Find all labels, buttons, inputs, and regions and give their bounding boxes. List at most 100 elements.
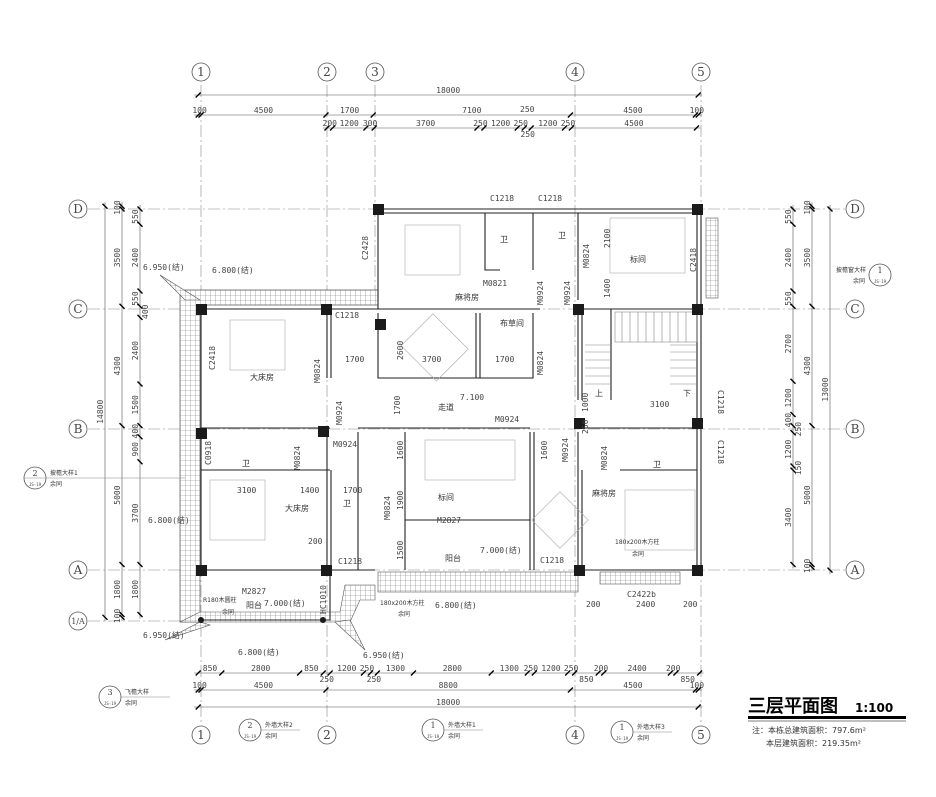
door-label: M0824	[536, 351, 545, 375]
svg-text:B: B	[851, 422, 860, 436]
door-label: M2827	[242, 587, 266, 596]
axis-bubble-5-bottom: 5	[691, 725, 711, 745]
dimension-tick	[360, 670, 367, 676]
dimension-tick	[809, 422, 815, 429]
dimension-value: 250	[360, 664, 375, 673]
door-label: M0824	[313, 359, 322, 383]
elevation-label: 6.800(结)	[435, 600, 477, 610]
dimension-value: 850	[304, 664, 319, 673]
dimension-value: 100	[690, 106, 705, 115]
annotation: 180x200木方柱	[615, 538, 659, 546]
dimension-tick	[119, 614, 125, 621]
mahjong-table	[531, 491, 589, 549]
svg-text:D: D	[850, 202, 860, 216]
axis-bubble-D-left: D	[68, 199, 88, 219]
note-total-area: 注：本栋总建筑面积：797.6m²	[752, 725, 866, 735]
dimension-tick	[137, 611, 143, 618]
dimension-value: 550	[131, 209, 140, 224]
dimension-tick	[809, 303, 815, 310]
furniture	[209, 217, 696, 551]
svg-text:4: 4	[571, 728, 579, 742]
dimension-tick	[119, 203, 125, 210]
dimension-tick	[809, 561, 815, 568]
dimension-tick	[567, 112, 574, 118]
dimension-value: 400	[141, 304, 150, 319]
dimension-value: 250	[564, 664, 579, 673]
dimension-value: 100	[113, 200, 122, 215]
door-label: M0924	[495, 415, 519, 424]
dim-label: 2100	[603, 229, 612, 248]
dimension-value: 550	[784, 291, 793, 306]
svg-text:2: 2	[323, 65, 331, 79]
svg-text:余同: 余同	[853, 277, 865, 285]
dimension-value: 1200	[538, 119, 557, 128]
axis-bubble-1-top: 1	[191, 62, 211, 82]
door-label: M0924	[333, 440, 357, 449]
dimension-value: 1200	[784, 439, 793, 458]
dimension-tick	[137, 303, 143, 310]
svg-text:1: 1	[430, 721, 435, 730]
annotation: 余同	[222, 608, 234, 616]
dimension-tick	[672, 670, 679, 676]
dimension-value: 1300	[500, 664, 519, 673]
door-label: M0924	[561, 438, 570, 462]
svg-text:A: A	[73, 563, 83, 577]
dimension-value: 4500	[254, 106, 273, 115]
dimension-tick	[329, 125, 336, 131]
dimension-value: 1200	[784, 388, 793, 407]
bed	[404, 224, 461, 276]
dimension-tick	[595, 670, 602, 676]
svg-text:1: 1	[197, 728, 205, 742]
dimension-tick	[320, 670, 327, 676]
dimension-tick	[137, 422, 143, 429]
axis-bubble-C-left: C	[68, 299, 88, 319]
elevation-label: 6.800(结)	[238, 647, 280, 657]
dimension-value: 250	[514, 119, 529, 128]
svg-text:C: C	[850, 302, 859, 316]
dimension-value: 2400	[131, 248, 140, 267]
svg-text:余同: 余同	[265, 732, 277, 740]
svg-text:JS-19: JS-19	[29, 482, 42, 487]
elevation-label: 6.950(结)	[363, 650, 405, 660]
dimension-value: 3700	[416, 119, 435, 128]
svg-text:1: 1	[619, 723, 624, 732]
svg-text:C: C	[73, 302, 82, 316]
mahjong-table	[400, 313, 469, 382]
window-label: C2422b	[627, 590, 656, 599]
dimension-tick	[371, 125, 378, 131]
dim-label: 3700	[422, 355, 441, 364]
dimension-tick	[488, 670, 495, 676]
dimension-tick	[195, 670, 202, 676]
dimension-tick	[195, 704, 202, 710]
dimension-value: 4500	[254, 681, 273, 690]
axis-bubble-B-left: B	[68, 419, 88, 439]
dimension-value: 1700	[340, 106, 359, 115]
dimension-value: 200	[666, 664, 681, 673]
dimension-value: 100	[192, 106, 207, 115]
dimension-tick	[195, 112, 202, 118]
dimension-tick	[102, 203, 108, 210]
room-label-balcony: 阳台	[445, 553, 461, 563]
room-label-bath: 卫	[653, 460, 661, 469]
dimension-tick	[197, 112, 204, 118]
dimension-tick	[137, 433, 143, 440]
dimension-value: 1500	[131, 395, 140, 414]
dimension-tick	[790, 287, 796, 294]
axis-bubbles: 1 2 3 4 5 1 2 4 5 D C B A 1/A D C B A	[68, 62, 865, 745]
dimension-tick	[600, 670, 607, 676]
svg-text:1: 1	[877, 266, 882, 275]
dimension-value: 7100	[462, 106, 481, 115]
dimension-tick	[137, 381, 143, 387]
axis-bubble-5-top: 5	[691, 62, 711, 82]
dimension-tick	[695, 92, 702, 98]
dimension-value: 2700	[784, 334, 793, 353]
dimension-tick	[474, 125, 480, 131]
door-label: M0824	[293, 446, 302, 470]
dimension-value: 2400	[627, 664, 646, 673]
dimension-value: 5000	[803, 485, 812, 504]
dimension-tick	[137, 287, 143, 294]
elevation-label: 6.800(结)	[148, 515, 190, 525]
dim-label: 1700	[343, 486, 362, 495]
